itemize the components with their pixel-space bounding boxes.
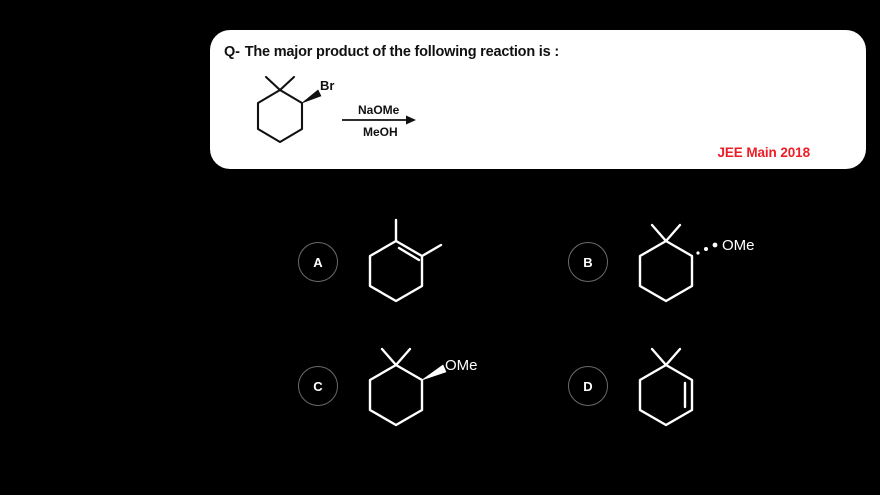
substrate-ring	[256, 88, 304, 144]
question-text: The major product of the following react…	[244, 44, 559, 60]
question-card: Q-The major product of the following rea…	[210, 30, 866, 169]
page-title: Q-The major product of the following rea…	[224, 44, 559, 60]
wedge-bond-br	[301, 89, 322, 104]
option-d[interactable]: D	[560, 326, 810, 446]
option-d-badge[interactable]: D	[568, 366, 608, 406]
question-prefix: Q-	[224, 44, 240, 60]
option-b-structure: OMe	[638, 223, 755, 303]
option-d-structure	[638, 347, 694, 427]
option-b[interactable]: B OMe	[560, 202, 810, 322]
wedge-bond-ome	[421, 364, 447, 381]
dashed-bond-ome	[696, 242, 718, 255]
option-b-ome-label: OMe	[722, 237, 755, 254]
option-a-structure	[368, 218, 443, 303]
reagent-above-label: NaOMe	[358, 103, 400, 117]
option-c-badge[interactable]: C	[298, 366, 338, 406]
gem-dimethyl-group	[264, 75, 296, 92]
source-badge: JEE Main 2018	[717, 145, 810, 160]
reaction-arrow-icon	[342, 115, 416, 125]
option-b-badge[interactable]: B	[568, 242, 608, 282]
option-c-ome-label: OMe	[445, 357, 478, 374]
option-c-structure: OMe	[368, 347, 478, 427]
options-area: A B	[0, 196, 880, 456]
option-a-badge[interactable]: A	[298, 242, 338, 282]
reagent-below-label: MeOH	[363, 125, 398, 139]
substrate-br-label: Br	[320, 78, 334, 93]
option-a[interactable]: A	[290, 202, 540, 322]
reaction-scheme: Br NaOMe MeOH	[256, 75, 416, 144]
option-c[interactable]: C OMe	[290, 326, 540, 446]
